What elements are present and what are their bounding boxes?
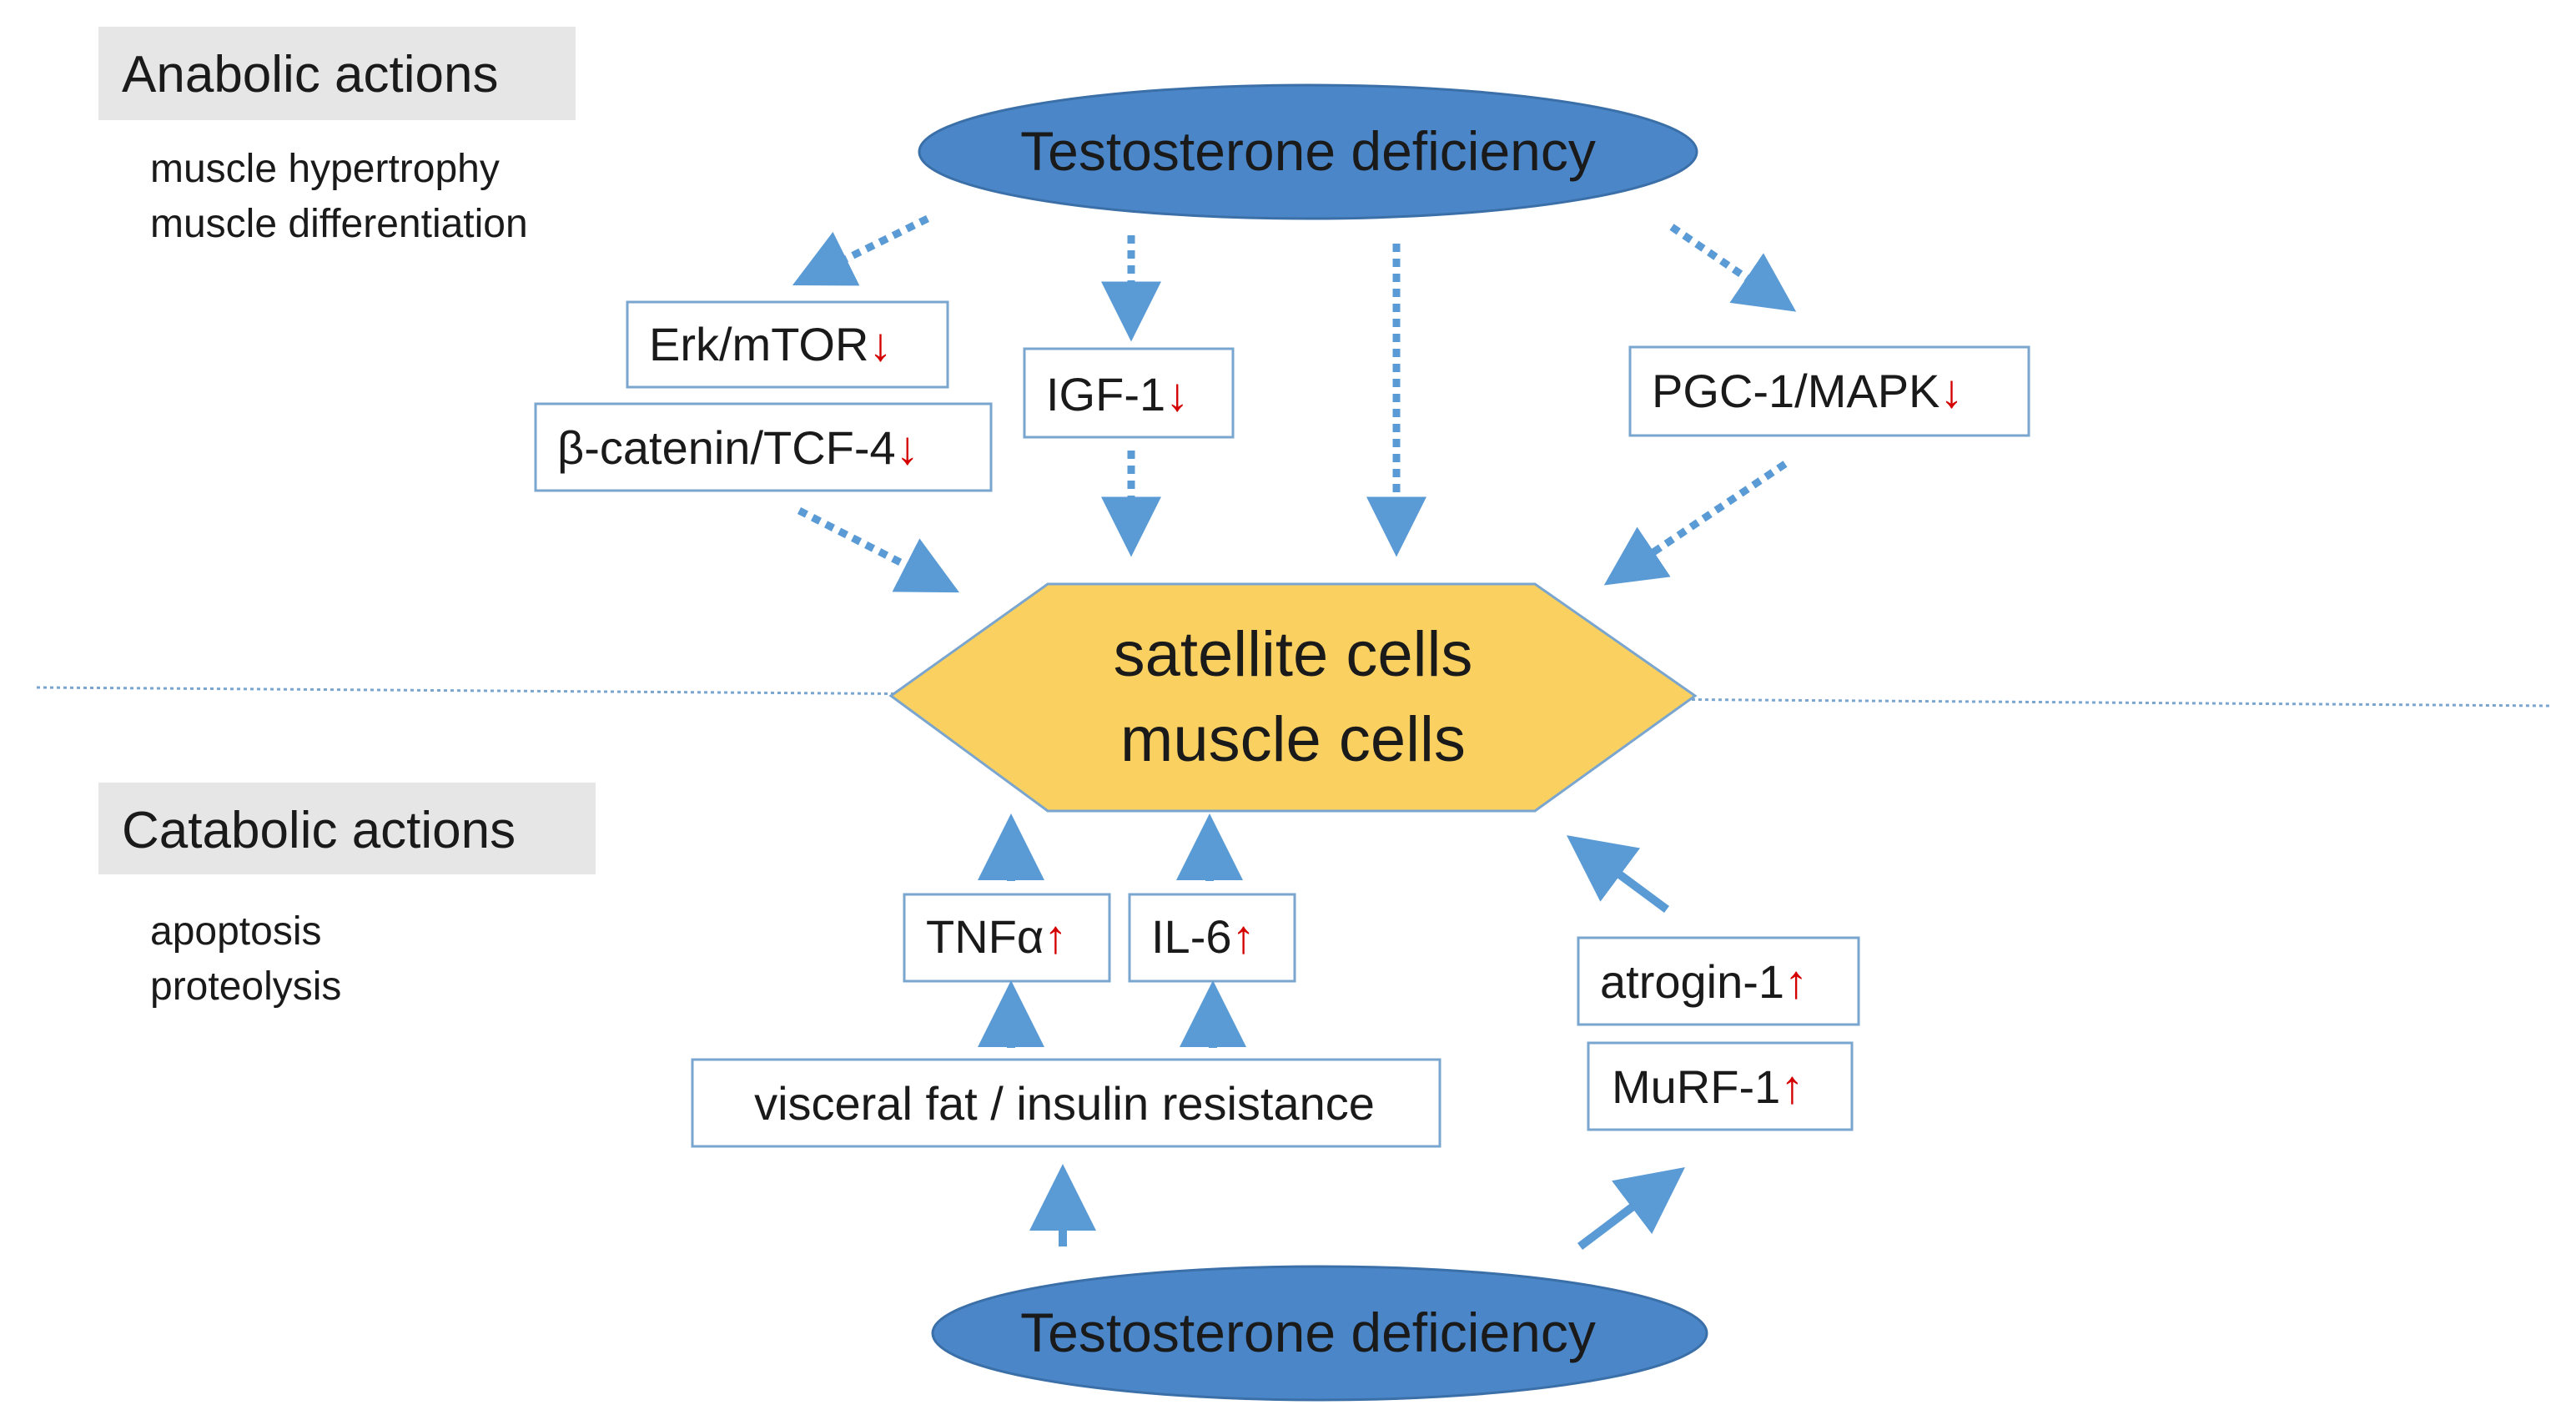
anabolic-heading: Anabolic actions (122, 46, 499, 103)
catabolic-effect-1: apoptosis (150, 909, 321, 954)
pgc1-mapk-down-indicator: ↓ (1940, 365, 1963, 417)
catabolic-heading-box (98, 783, 596, 874)
tnf-label: TNFα↑ (926, 910, 1067, 963)
murf-box (1587, 1041, 1854, 1131)
erk-mtor-down-indicator: ↓ (868, 318, 892, 370)
anabolic-effect-2: muscle differentiation (150, 202, 528, 246)
il6-up-indicator: ↑ (1232, 910, 1255, 963)
catabolic-heading: Catabolic actions (122, 802, 516, 859)
beta-catenin-down-indicator: ↓ (896, 421, 919, 474)
anabolic-effect-1: muscle hypertrophy (150, 147, 500, 191)
atrogin-box (1577, 936, 1860, 1026)
murf-label: MuRF-1↑ (1612, 1060, 1804, 1113)
igf1-label: IGF-1↓ (1046, 368, 1189, 420)
igf1-box (1023, 347, 1235, 439)
atrogin-up-indicator: ↑ (1784, 955, 1808, 1008)
arrow-beta-catenin-to-hexagon (797, 506, 960, 593)
arrow-pgc1-to-hexagon (1603, 461, 1788, 586)
il6-box (1128, 893, 1296, 983)
arrow-atrogin-to-hexagon (1566, 835, 1669, 914)
bottom-testosterone-deficiency-ellipse (931, 1265, 1708, 1402)
pgc1-mapk-box (1628, 345, 2030, 437)
igf1-down-indicator: ↓ (1165, 368, 1189, 420)
atrogin-label: atrogin-1↑ (1600, 955, 1808, 1008)
erk-mtor-label: Erk/mTOR↓ (649, 318, 892, 370)
target-hexagon (888, 582, 1698, 813)
murf-up-indicator: ↑ (1780, 1060, 1804, 1113)
arrow-bottom-to-murf (1577, 1166, 1685, 1250)
erk-mtor-box (626, 300, 949, 389)
tnf-box (903, 893, 1111, 983)
anabolic-heading-box (98, 27, 576, 120)
beta-catenin-label: β-catenin/TCF-4↓ (557, 421, 919, 474)
visceral-fat-box (691, 1058, 1441, 1148)
top-testosterone-deficiency-ellipse (918, 83, 1698, 220)
beta-catenin-box (534, 402, 993, 492)
arrow-top-to-erk (792, 214, 929, 286)
arrow-top-to-pgc1 (1669, 224, 1797, 312)
pgc1-mapk-label: PGC-1/MAPK↓ (1652, 365, 1963, 417)
target-line-1: satellite cells (1114, 619, 1473, 690)
bottom-testosterone-deficiency-label: Testosterone deficiency (1020, 1302, 1596, 1363)
target-line-2: muscle cells (1120, 704, 1466, 775)
top-testosterone-deficiency-label: Testosterone deficiency (1020, 120, 1596, 182)
catabolic-effect-2: proteolysis (150, 964, 341, 1009)
tnf-up-indicator: ↑ (1044, 910, 1067, 963)
visceral-fat-label: visceral fat / insulin resistance (754, 1077, 1375, 1130)
il6-label: IL-6↑ (1151, 910, 1255, 963)
